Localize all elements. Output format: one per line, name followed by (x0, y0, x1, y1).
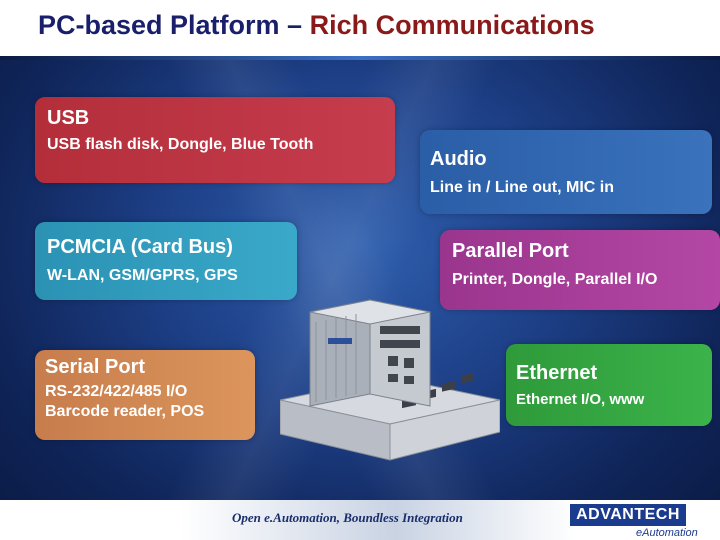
audio-box: Audio Line in / Line out, MIC in (420, 130, 712, 214)
ethernet-box: Ethernet Ethernet I/O, www (506, 344, 712, 426)
audio-description: Line in / Line out, MIC in (430, 179, 614, 196)
device-brand-label (328, 338, 352, 344)
slide-title: PC-based Platform – Rich Communications (38, 10, 595, 41)
title-divider (0, 56, 720, 60)
slide-title-accent: Rich Communications (309, 10, 595, 40)
ethernet-heading: Ethernet (516, 362, 598, 384)
pcmcia-box: PCMCIA (Card Bus) W-LAN, GSM/GPRS, GPS (35, 222, 297, 300)
slide-title-main: PC-based Platform – (38, 10, 310, 40)
serial-port-description: RS-232/422/485 I/O Barcode reader, POS (45, 382, 204, 422)
device-upper-top (309, 299, 431, 325)
footer-bar: Open e.Automation, Boundless Integration… (0, 500, 720, 540)
logo-subtitle: eAutomation (636, 527, 698, 539)
usb-box: USB USB flash disk, Dongle, Blue Tooth (35, 97, 395, 183)
advantech-logo: ADVANTECH (570, 504, 686, 526)
device-base-side (389, 399, 500, 461)
device-front-slots (380, 326, 420, 384)
embedded-pc-image (280, 299, 500, 461)
serial-port-heading: Serial Port (45, 356, 146, 378)
usb-description: USB flash disk, Dongle, Blue Tooth (47, 136, 314, 153)
parallel-port-box: Parallel Port Printer, Dongle, Parallel … (440, 230, 720, 310)
device-heat-fins (315, 314, 357, 402)
usb-heading: USB (47, 107, 90, 129)
audio-heading: Audio (430, 148, 487, 170)
parallel-port-heading: Parallel Port (452, 240, 569, 262)
footer-tagline: Open e.Automation, Boundless Integration (232, 510, 463, 525)
serial-port-desc-line2: Barcode reader, POS (45, 403, 205, 420)
title-bar: PC-based Platform – Rich Communications (0, 0, 720, 56)
parallel-port-description: Printer, Dongle, Parallel I/O (452, 271, 658, 288)
pcmcia-heading: PCMCIA (Card Bus) (47, 236, 233, 258)
serial-port-desc-line1: RS-232/422/485 I/O (45, 383, 188, 400)
ethernet-description: Ethernet I/O, www (516, 391, 645, 408)
pcmcia-description: W-LAN, GSM/GPRS, GPS (47, 267, 238, 284)
serial-port-box: Serial Port RS-232/422/485 I/O Barcode r… (35, 350, 255, 440)
